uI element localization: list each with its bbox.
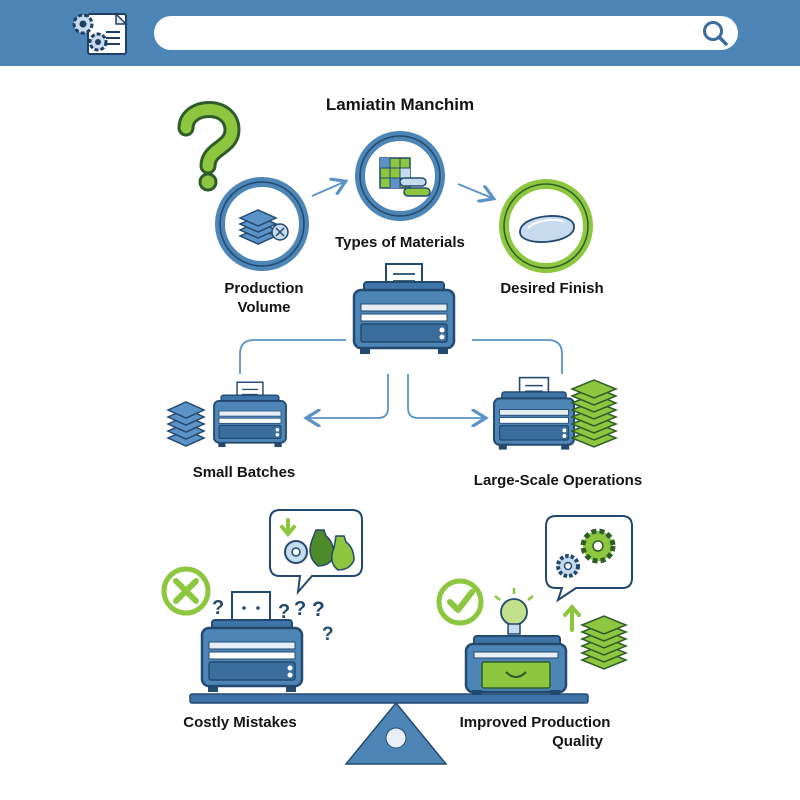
settings-document-icon[interactable] xyxy=(68,10,132,56)
check-icon xyxy=(436,578,484,626)
question-mark: ? xyxy=(312,598,325,621)
arrow-to-large-scale xyxy=(407,374,484,418)
small-batches-node xyxy=(167,381,287,448)
diagram-title: Lamiatin Manchim xyxy=(325,95,475,114)
label-line: Volume xyxy=(237,299,291,316)
desired-finish-node xyxy=(499,179,593,273)
cross-icon xyxy=(161,566,211,616)
search-input[interactable] xyxy=(172,23,696,45)
speech-bubble-gears xyxy=(545,515,633,603)
label-line: Improved Production xyxy=(459,714,611,731)
materials-icon xyxy=(379,157,431,197)
arrow-materials-to-finish xyxy=(457,183,492,198)
glossy-finish-icon xyxy=(519,215,575,243)
question-mark: ? xyxy=(212,597,224,619)
large-scale-operations-label: Large-Scale Operations xyxy=(473,472,643,489)
question-mark-icon xyxy=(177,101,241,192)
green-stack-icon xyxy=(581,615,627,670)
stacked-sheets-icon xyxy=(239,209,289,245)
lightbulb-icon xyxy=(494,588,534,635)
central-laminator xyxy=(352,263,456,356)
question-marks: ? ? ? ? ? xyxy=(212,597,334,645)
connector-right xyxy=(472,339,563,374)
arrow-volume-to-materials xyxy=(311,182,344,197)
scale-beam xyxy=(189,693,589,704)
question-mark: ? xyxy=(322,624,334,645)
label-line: Costly Mistakes xyxy=(183,714,297,731)
small-batches-label: Small Batches xyxy=(192,464,296,481)
up-arrow-icon xyxy=(563,603,581,632)
label-line: Quality xyxy=(552,733,603,750)
production-volume-node xyxy=(215,177,309,271)
small-stack-icon xyxy=(167,401,205,447)
search-icon[interactable] xyxy=(700,19,730,47)
speech-bubble-costs xyxy=(269,509,363,596)
desired-finish-label: Desired Finish xyxy=(482,279,622,298)
types-of-materials-label: Types of Materials xyxy=(320,233,480,252)
question-mark: ? xyxy=(278,601,290,623)
improved-quality-node xyxy=(436,515,633,695)
improved-quality-label: Improved Production Quality xyxy=(440,713,630,751)
arrow-to-small-batches xyxy=(308,374,389,418)
happy-printer xyxy=(464,635,568,695)
large-stack-icon xyxy=(571,379,617,448)
question-mark: ? xyxy=(294,598,306,620)
production-volume-label: Production Volume xyxy=(196,279,332,317)
search-bar[interactable] xyxy=(154,16,738,50)
balance-scale xyxy=(189,693,589,765)
costly-mistakes-node xyxy=(161,509,363,694)
costly-mistakes-label: Costly Mistakes xyxy=(160,713,320,732)
types-of-materials-node xyxy=(355,131,445,221)
large-scale-node xyxy=(492,376,617,451)
label-line: Production xyxy=(224,280,304,297)
label-line: Types of Materials xyxy=(335,234,465,251)
top-bar xyxy=(0,0,800,66)
connector-left xyxy=(239,339,346,374)
label-line: Desired Finish xyxy=(500,280,604,297)
